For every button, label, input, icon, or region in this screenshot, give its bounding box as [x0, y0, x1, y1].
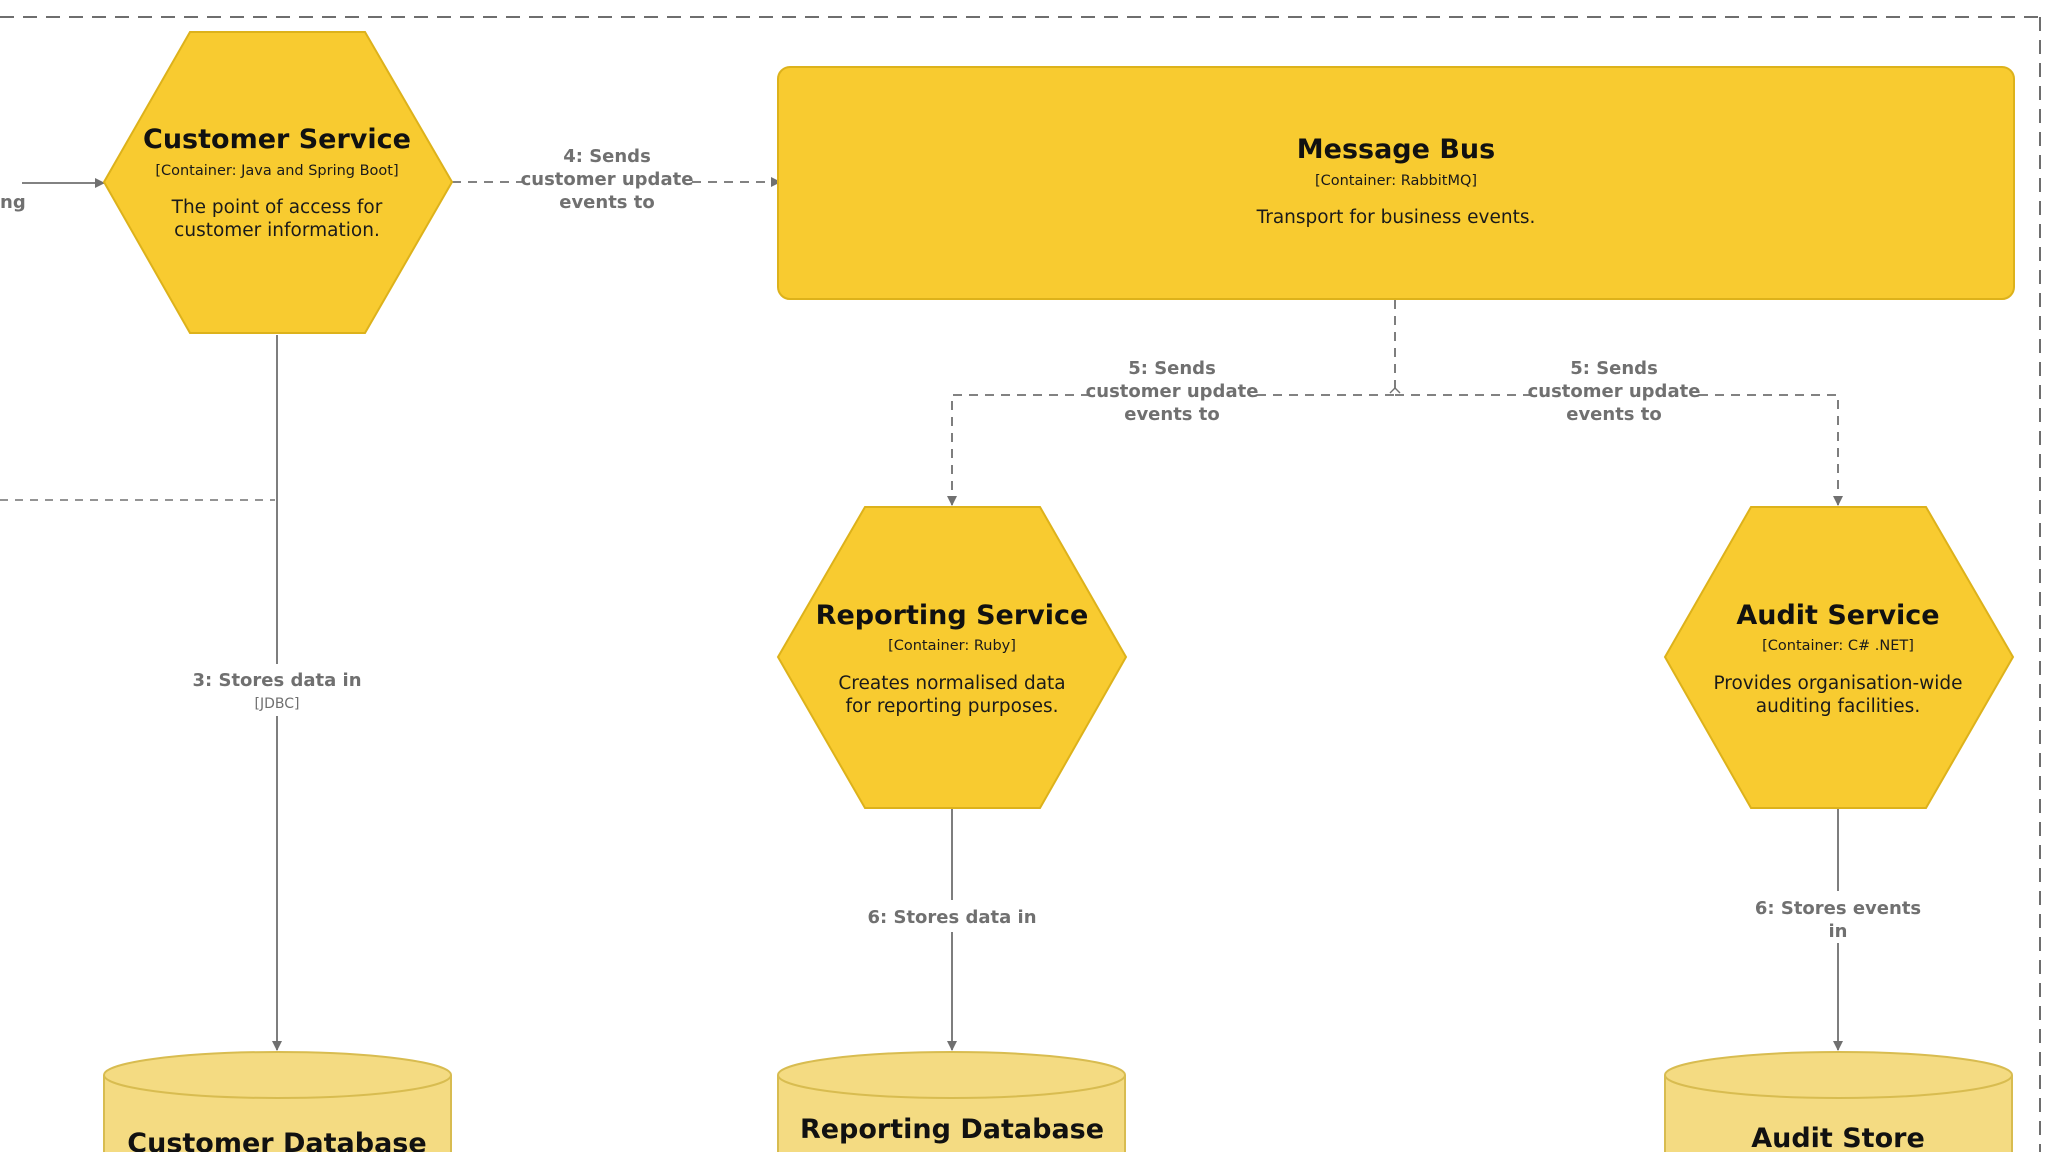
edge-5r-label-line-3: events to: [1124, 404, 1220, 425]
edge-customer-service-to-customer-database[interactable]: 3: Stores data in [JDBC]: [192, 335, 362, 1051]
message-bus-box: [777, 66, 2015, 300]
edge-6r-label: 6: Stores data in: [867, 907, 1036, 928]
edge-3-technology: [JDBC]: [255, 696, 300, 712]
reporting-service-name: Reporting Service: [816, 600, 1089, 631]
audit-service-desc-line-2: auditing facilities.: [1756, 696, 1920, 717]
audit-service-desc-line-1: Provides organisation-wide: [1713, 673, 1962, 694]
edge-3-label: 3: Stores data in: [192, 670, 361, 691]
node-message-bus[interactable]: Message Bus [Container: RabbitMQ] Transp…: [777, 66, 2015, 300]
node-reporting-database[interactable]: Reporting Database: [777, 1051, 1126, 1152]
junction-caret-icon: [1389, 387, 1401, 394]
edge-message-bus-to-reporting-service[interactable]: 5: Sends customer update events to: [947, 300, 1396, 506]
customer-service-desc-line-2: customer information.: [174, 220, 380, 241]
reporting-service-type: [Container: Ruby]: [888, 638, 1016, 654]
edge-5r-label-line-1: 5: Sends: [1128, 358, 1216, 379]
edge-audit-service-to-audit-store[interactable]: 6: Stores events in: [1755, 808, 1921, 1051]
node-customer-service[interactable]: Customer Service [Container: Java and Sp…: [102, 31, 454, 334]
message-bus-type: [Container: RabbitMQ]: [1315, 173, 1477, 189]
customer-service-hexagon: [102, 31, 454, 334]
audit-service-hexagon: [1663, 506, 2015, 809]
node-audit-service[interactable]: Audit Service [Container: C# .NET] Provi…: [1663, 506, 2015, 809]
reporting-service-desc-line-1: Creates normalised data: [838, 673, 1065, 694]
customer-service-type: [Container: Java and Spring Boot]: [155, 163, 398, 179]
edge-incoming-label: ng: [0, 192, 26, 213]
node-audit-store[interactable]: Audit Store: [1664, 1051, 2013, 1152]
audit-store-name: Audit Store: [1751, 1123, 1925, 1152]
node-reporting-service[interactable]: Reporting Service [Container: Ruby] Crea…: [776, 506, 1128, 809]
reporting-database-name: Reporting Database: [800, 1114, 1104, 1145]
edge-5a-label-line-2: customer update: [1528, 381, 1701, 402]
system-boundary: [0, 16, 2041, 1152]
reporting-service-desc-line-2: for reporting purposes.: [846, 696, 1059, 717]
customer-service-name: Customer Service: [143, 124, 411, 155]
edge-5a-label-line-1: 5: Sends: [1570, 358, 1658, 379]
edge-customer-service-to-message-bus[interactable]: 4: Sends customer update events to: [452, 142, 781, 214]
edge-reporting-service-to-reporting-database[interactable]: 6: Stores data in: [862, 808, 1042, 1051]
edge-6a-label-line-1: 6: Stores events: [1755, 898, 1921, 919]
message-bus-name: Message Bus: [1297, 134, 1495, 165]
customer-database-top: [103, 1051, 452, 1099]
reporting-service-hexagon: [776, 506, 1128, 809]
node-customer-database[interactable]: Customer Database: [103, 1051, 452, 1152]
edge-5r-label-line-2: customer update: [1086, 381, 1259, 402]
audit-store-top: [1664, 1051, 2013, 1099]
edge-4-label-line-3: events to: [559, 192, 655, 213]
reporting-database-top: [777, 1051, 1126, 1099]
edge-incoming-partial[interactable]: ng: [0, 178, 105, 213]
customer-database-name: Customer Database: [127, 1128, 426, 1152]
edge-5a-label-line-3: events to: [1566, 404, 1662, 425]
message-bus-desc: Transport for business events.: [1256, 207, 1536, 228]
edge-6a-label-line-2: in: [1829, 921, 1848, 942]
edge-message-bus-to-audit-service[interactable]: 5: Sends customer update events to: [1395, 354, 1843, 506]
audit-service-type: [Container: C# .NET]: [1762, 638, 1914, 654]
edge-4-label-line-2: customer update: [521, 169, 694, 190]
customer-service-desc-line-1: The point of access for: [171, 197, 383, 218]
edge-4-label-line-1: 4: Sends: [563, 146, 651, 167]
audit-service-name: Audit Service: [1736, 600, 1939, 631]
